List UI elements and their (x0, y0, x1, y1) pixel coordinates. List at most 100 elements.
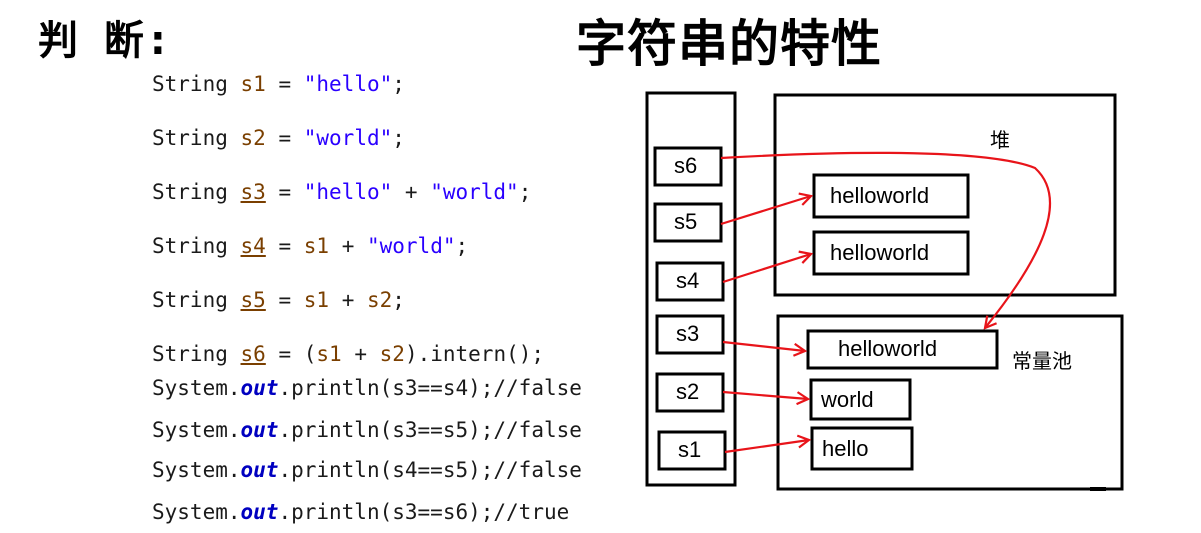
page-title: 字符串的特性 (576, 15, 882, 73)
code-token: + (392, 180, 431, 204)
stack-var-s3-box (655, 314, 725, 355)
method-call: .println(s3==s5); (278, 418, 494, 442)
code-line-declaration: String s6 = (s1 + s2).intern(); (152, 342, 544, 366)
pool-object-label: hello (822, 436, 869, 461)
assign-operator: = (265, 180, 304, 204)
variable-ref: s2 (366, 288, 393, 312)
stack-var-label: s6 (674, 153, 698, 178)
static-field: out (240, 500, 279, 524)
heap-object-label: helloworld (830, 183, 930, 208)
code-line-declaration: String s4 = s1 + "world"; (152, 234, 468, 258)
string-literal: "world" (303, 126, 393, 150)
heap-object-label: helloworld (830, 240, 930, 265)
variable-ref: s2 (379, 342, 405, 366)
semicolon: ; (392, 72, 405, 96)
code-line-declaration: String s5 = s1 + s2; (152, 288, 405, 312)
stack-var-s6-box (653, 146, 723, 187)
semicolon: ; (392, 126, 405, 150)
stack-var-label: s4 (676, 268, 700, 293)
constant-pool-area (776, 314, 1124, 491)
arrow-s3-to-pool-helloworld (722, 340, 805, 351)
variable-name: s5 (240, 288, 266, 312)
code-token: ).intern() (404, 342, 532, 366)
arrow-s5-to-heap-1 (720, 196, 811, 226)
code-token: + (329, 288, 367, 312)
string-literal: "hello" (303, 72, 393, 96)
semicolon: ; (531, 342, 545, 366)
code-line-declaration: String s2 = "world"; (152, 126, 405, 150)
assign-operator: = (265, 72, 304, 96)
pool-object-label: world (821, 387, 874, 412)
semicolon: ; (455, 234, 469, 258)
variable-name: s1 (240, 72, 266, 96)
heap-object-1-box (812, 173, 970, 219)
string-literal: "world" (366, 234, 456, 258)
stack-var-label: s1 (678, 437, 702, 462)
type-keyword: String (152, 234, 228, 258)
stack-var-s1-box (657, 430, 727, 471)
code-token: + (341, 342, 380, 366)
pool-object-helloworld-box (806, 329, 999, 370)
assign-operator: = (265, 342, 304, 366)
semicolon: ; (392, 288, 405, 312)
result-comment: //true (493, 500, 570, 524)
assign-operator: = (265, 126, 304, 150)
heap-area (773, 93, 1117, 297)
variable-name: s2 (240, 126, 266, 150)
variable-ref: s1 (303, 234, 330, 258)
stack-var-s5-box (653, 202, 723, 243)
arrow-s4-to-heap-2 (722, 254, 811, 284)
stack-var-label: s3 (676, 321, 700, 346)
code-token: + (329, 234, 367, 258)
static-field: out (240, 458, 279, 482)
stack-var-s4-box (655, 261, 725, 302)
heap-label: 堆 (990, 128, 1010, 152)
code-line-declaration: String s1 = "hello"; (152, 72, 405, 96)
arrow-s1-to-pool-hello (724, 440, 809, 454)
stack-var-label: s5 (674, 209, 698, 234)
class-name: System. (152, 500, 241, 524)
code-line-println: System.out.println(s3==s4);//false (152, 376, 582, 400)
semicolon: ; (518, 180, 532, 204)
result-comment: //false (493, 376, 582, 400)
assign-operator: = (265, 288, 304, 312)
result-comment: //false (493, 458, 582, 482)
type-keyword: String (152, 72, 228, 96)
method-call: .println(s4==s5); (278, 458, 494, 482)
static-field: out (240, 376, 279, 400)
variable-ref: s1 (316, 342, 342, 366)
stack-frame (645, 91, 737, 487)
string-literal: "hello" (303, 180, 393, 204)
method-call: .println(s3==s4); (278, 376, 494, 400)
type-keyword: String (152, 126, 228, 150)
type-keyword: String (152, 342, 228, 366)
string-literal: "world" (430, 180, 519, 204)
class-name: System. (152, 376, 241, 400)
type-keyword: String (152, 180, 228, 204)
code-line-println: System.out.println(s4==s5);//false (152, 458, 582, 482)
class-name: System. (152, 418, 241, 442)
assign-operator: = (265, 234, 304, 258)
stack-var-label: s2 (676, 379, 700, 404)
arrow-s2-to-pool-world (722, 390, 808, 399)
static-field: out (240, 418, 279, 442)
constant-pool-label: 常量池 (1012, 349, 1072, 373)
code-line-println: System.out.println(s3==s5);//false (152, 418, 582, 442)
code-line-declaration: String s3 = "hello" + "world"; (152, 180, 531, 204)
variable-ref: s1 (303, 288, 330, 312)
pool-object-world-box (809, 378, 912, 421)
result-comment: //false (493, 418, 582, 442)
variable-name: s4 (240, 234, 266, 258)
code-token: ( (303, 342, 317, 366)
arrow-s6-to-pool-helloworld (720, 151, 1051, 328)
method-call: .println(s3==s6); (278, 500, 494, 524)
pool-object-hello-box (810, 426, 914, 471)
code-line-println: System.out.println(s3==s6);//true (152, 500, 569, 524)
variable-name: s6 (240, 342, 266, 366)
class-name: System. (152, 458, 241, 482)
variable-name: s3 (240, 180, 266, 204)
heap-object-2-box (812, 230, 970, 276)
type-keyword: String (152, 288, 228, 312)
section-heading: 判 断: (38, 18, 172, 64)
